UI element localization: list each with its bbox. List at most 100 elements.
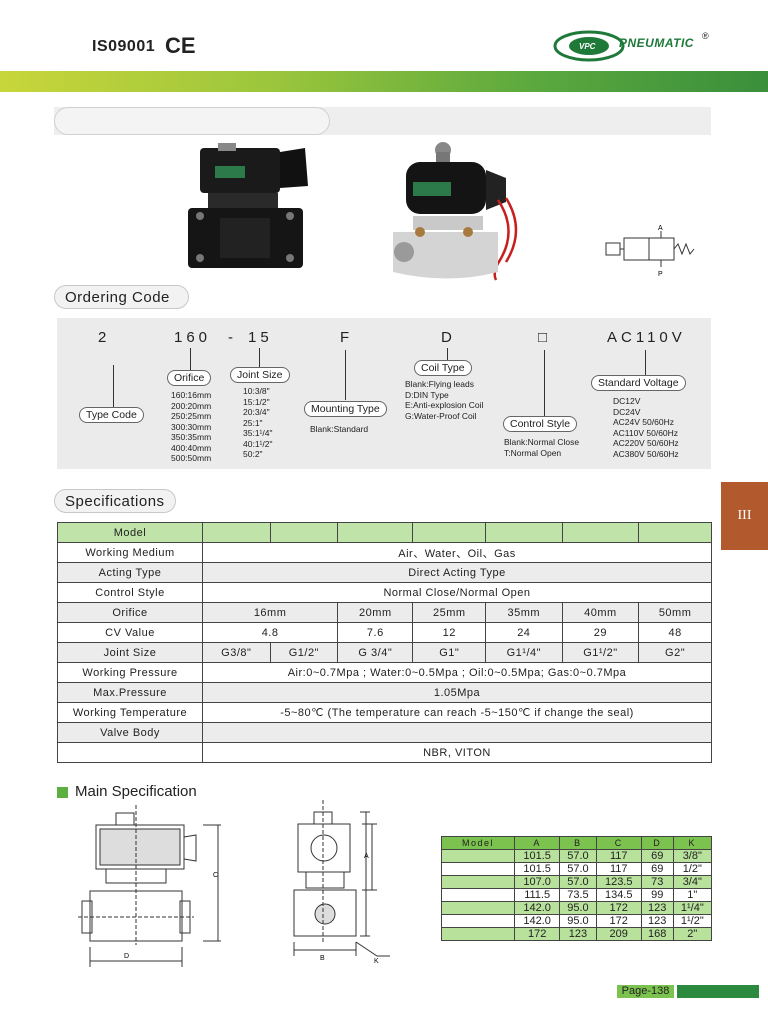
type-code-label: Type Code: [79, 407, 144, 423]
joint-size-options: 10:3/8" 15:1/2" 20:3/4" 25:1" 35:1¹/4" 4…: [243, 386, 273, 459]
table-cell: [412, 522, 487, 543]
product-image-black-valve: [188, 143, 308, 268]
table-cell: [441, 862, 515, 876]
code-mounting: F: [340, 329, 354, 346]
chapter-tab[interactable]: III: [721, 482, 768, 550]
table-cell: [638, 522, 712, 543]
table-row: Joint Size G3/8" G1/2" G 3/4" G1" G1¹/4"…: [57, 642, 712, 663]
table-cell: [441, 914, 515, 928]
table-cell: 1": [672, 888, 713, 902]
table-cell: Working Temperature: [57, 702, 203, 723]
table-header-cell: A: [513, 836, 561, 850]
footer-bar: [677, 985, 759, 998]
table-header-row: Model A B C D K: [441, 836, 713, 850]
table-cell: [441, 888, 515, 902]
table-cell: G1": [412, 642, 487, 663]
dim-label-d: D: [124, 953, 129, 960]
table-cell: 2": [672, 927, 713, 941]
mounting-type-label: Mounting Type: [304, 401, 387, 417]
table-cell: 209: [595, 927, 642, 941]
table-cell: Normal Close/Normal Open: [202, 582, 712, 603]
table-cell: 99: [640, 888, 674, 902]
connector-line: [645, 350, 646, 375]
table-cell: Max.Pressure: [57, 682, 203, 703]
table-cell: 123.5: [595, 875, 642, 889]
table-cell: 172: [595, 914, 642, 928]
table-row: Valve Body: [57, 722, 712, 743]
table-cell: 107.0: [513, 875, 561, 889]
table-cell: 20mm: [337, 602, 414, 623]
table-cell: 16mm: [201, 602, 339, 623]
ordering-code-title: Ordering Code: [54, 285, 189, 309]
table-cell: G1/2": [269, 642, 339, 663]
ordering-code-box: [57, 318, 711, 469]
table-row: Working Medium Air、Water、Oil、Gas: [57, 542, 712, 563]
table-cell: Working Medium: [57, 542, 203, 563]
table-cell: Air、Water、Oil、Gas: [202, 542, 712, 563]
orifice-options: 160:16mm 200:20mm 250:25mm 300:30mm 350:…: [171, 390, 212, 463]
ce-mark: CE: [165, 33, 196, 58]
table-cell: [441, 927, 515, 941]
table-cell: 57.0: [559, 849, 597, 863]
table-cell: [561, 522, 640, 543]
table-cell: 69: [640, 862, 674, 876]
table-cell: [337, 522, 414, 543]
table-cell: G1¹/4": [485, 642, 563, 663]
table-header-cell: D: [640, 836, 674, 850]
table-cell: Model: [57, 522, 203, 543]
table-row: Acting Type Direct Acting Type: [57, 562, 712, 583]
table-cell: CV Value: [57, 622, 203, 643]
control-style-options: Blank:Normal Close T:Normal Open: [504, 437, 580, 458]
table-cell: 50mm: [638, 602, 712, 623]
table-cell: 1¹/4": [672, 901, 713, 915]
product-image-grey-valve: [393, 142, 518, 281]
table-cell: 95.0: [559, 901, 597, 915]
standard-voltage-label: Standard Voltage: [591, 375, 686, 391]
brand-name: PNEUMATIC: [619, 36, 694, 50]
table-cell: 24: [485, 622, 563, 643]
connector-line: [259, 348, 260, 368]
code-control: □: [538, 329, 552, 346]
valve-symbol-diagram: A P: [605, 225, 695, 278]
connector-line: [345, 350, 346, 400]
dim-label-a: A: [364, 853, 369, 860]
table-cell: -5~80℃ (The temperature can reach -5~150…: [202, 702, 712, 723]
control-style-label: Control Style: [503, 416, 578, 432]
table-header-cell: B: [559, 836, 597, 850]
registered-mark: ®: [702, 31, 709, 41]
table-cell: G 3/4": [337, 642, 414, 663]
section-bullet: [57, 787, 68, 798]
standard-voltage-options: DC12V DC24V AC24V 50/60Hz AC110V 50/60Hz…: [613, 396, 679, 459]
connector-line: [447, 348, 448, 360]
table-header-cell: Model: [441, 836, 515, 850]
table-cell: 142.0: [513, 914, 561, 928]
table-cell: 101.5: [513, 862, 561, 876]
table-cell: 7.6: [337, 622, 414, 643]
connector-line: [113, 365, 114, 407]
table-cell: 73: [640, 875, 674, 889]
table-cell: 29: [561, 622, 640, 643]
table-cell: 57.0: [559, 862, 597, 876]
table-header-cell: C: [595, 836, 642, 850]
table-cell: 4.8: [201, 622, 339, 643]
table-cell: [202, 722, 712, 743]
specifications-table: Model Working Medium Air、Water、Oil、Gas A…: [57, 522, 712, 763]
table-cell: 101.5: [513, 849, 561, 863]
connector-line: [190, 348, 191, 370]
table-cell: 35mm: [485, 602, 563, 623]
dim-label-k: K: [374, 958, 379, 965]
table-cell: G1¹/2": [561, 642, 640, 663]
table-cell: 123: [640, 914, 674, 928]
specifications-title: Specifications: [54, 489, 176, 513]
header-gradient-bar: [0, 71, 768, 92]
table-cell: 117: [595, 862, 642, 876]
table-cell: 123: [559, 927, 597, 941]
table-row: Working Pressure Air:0~0.7Mpa ; Water:0~…: [57, 662, 712, 683]
code-joint: 15: [248, 329, 273, 346]
table-cell: 172: [595, 901, 642, 915]
